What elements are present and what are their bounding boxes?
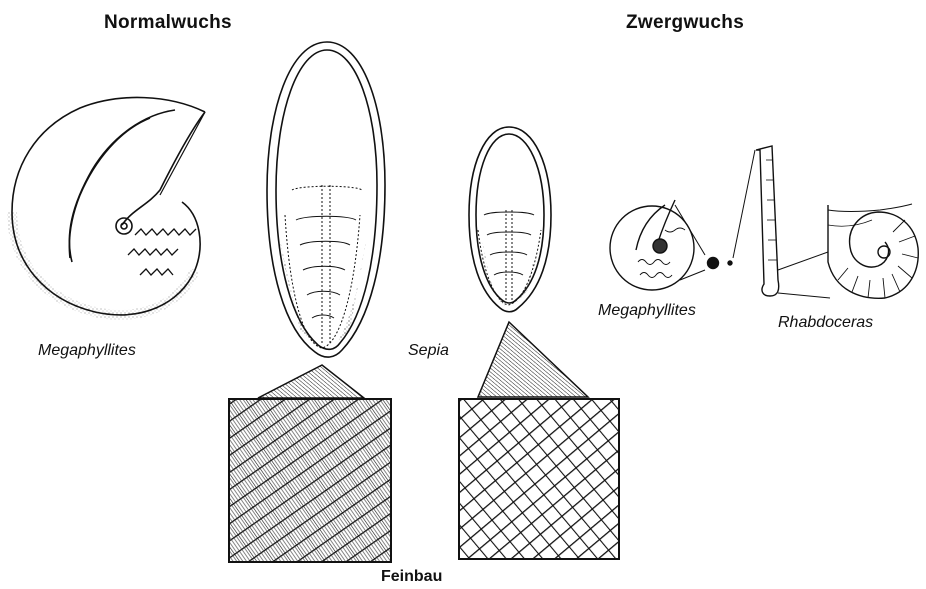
label-sepia: Sepia [408,342,449,360]
feinbau-dwarf [459,322,619,559]
feinbau-normal [229,365,391,562]
label-rhabdoceras: Rhabdoceras [778,314,873,332]
label-megaphyllites-dwarf: Megaphyllites [598,302,696,320]
heading-zwergwuchs: Zwergwuchs [626,12,744,34]
megaphyllites-dwarf-drawing [610,200,719,290]
caption-feinbau: Feinbau [381,568,442,586]
megaphyllites-normal-drawing [12,97,205,314]
sepia-large-drawing [267,42,385,357]
sepia-small-drawing [469,127,551,312]
rhabdoceras-drawing [728,146,918,298]
label-megaphyllites-normal: Megaphyllites [38,342,136,360]
heading-normalwuchs: Normalwuchs [104,12,232,34]
